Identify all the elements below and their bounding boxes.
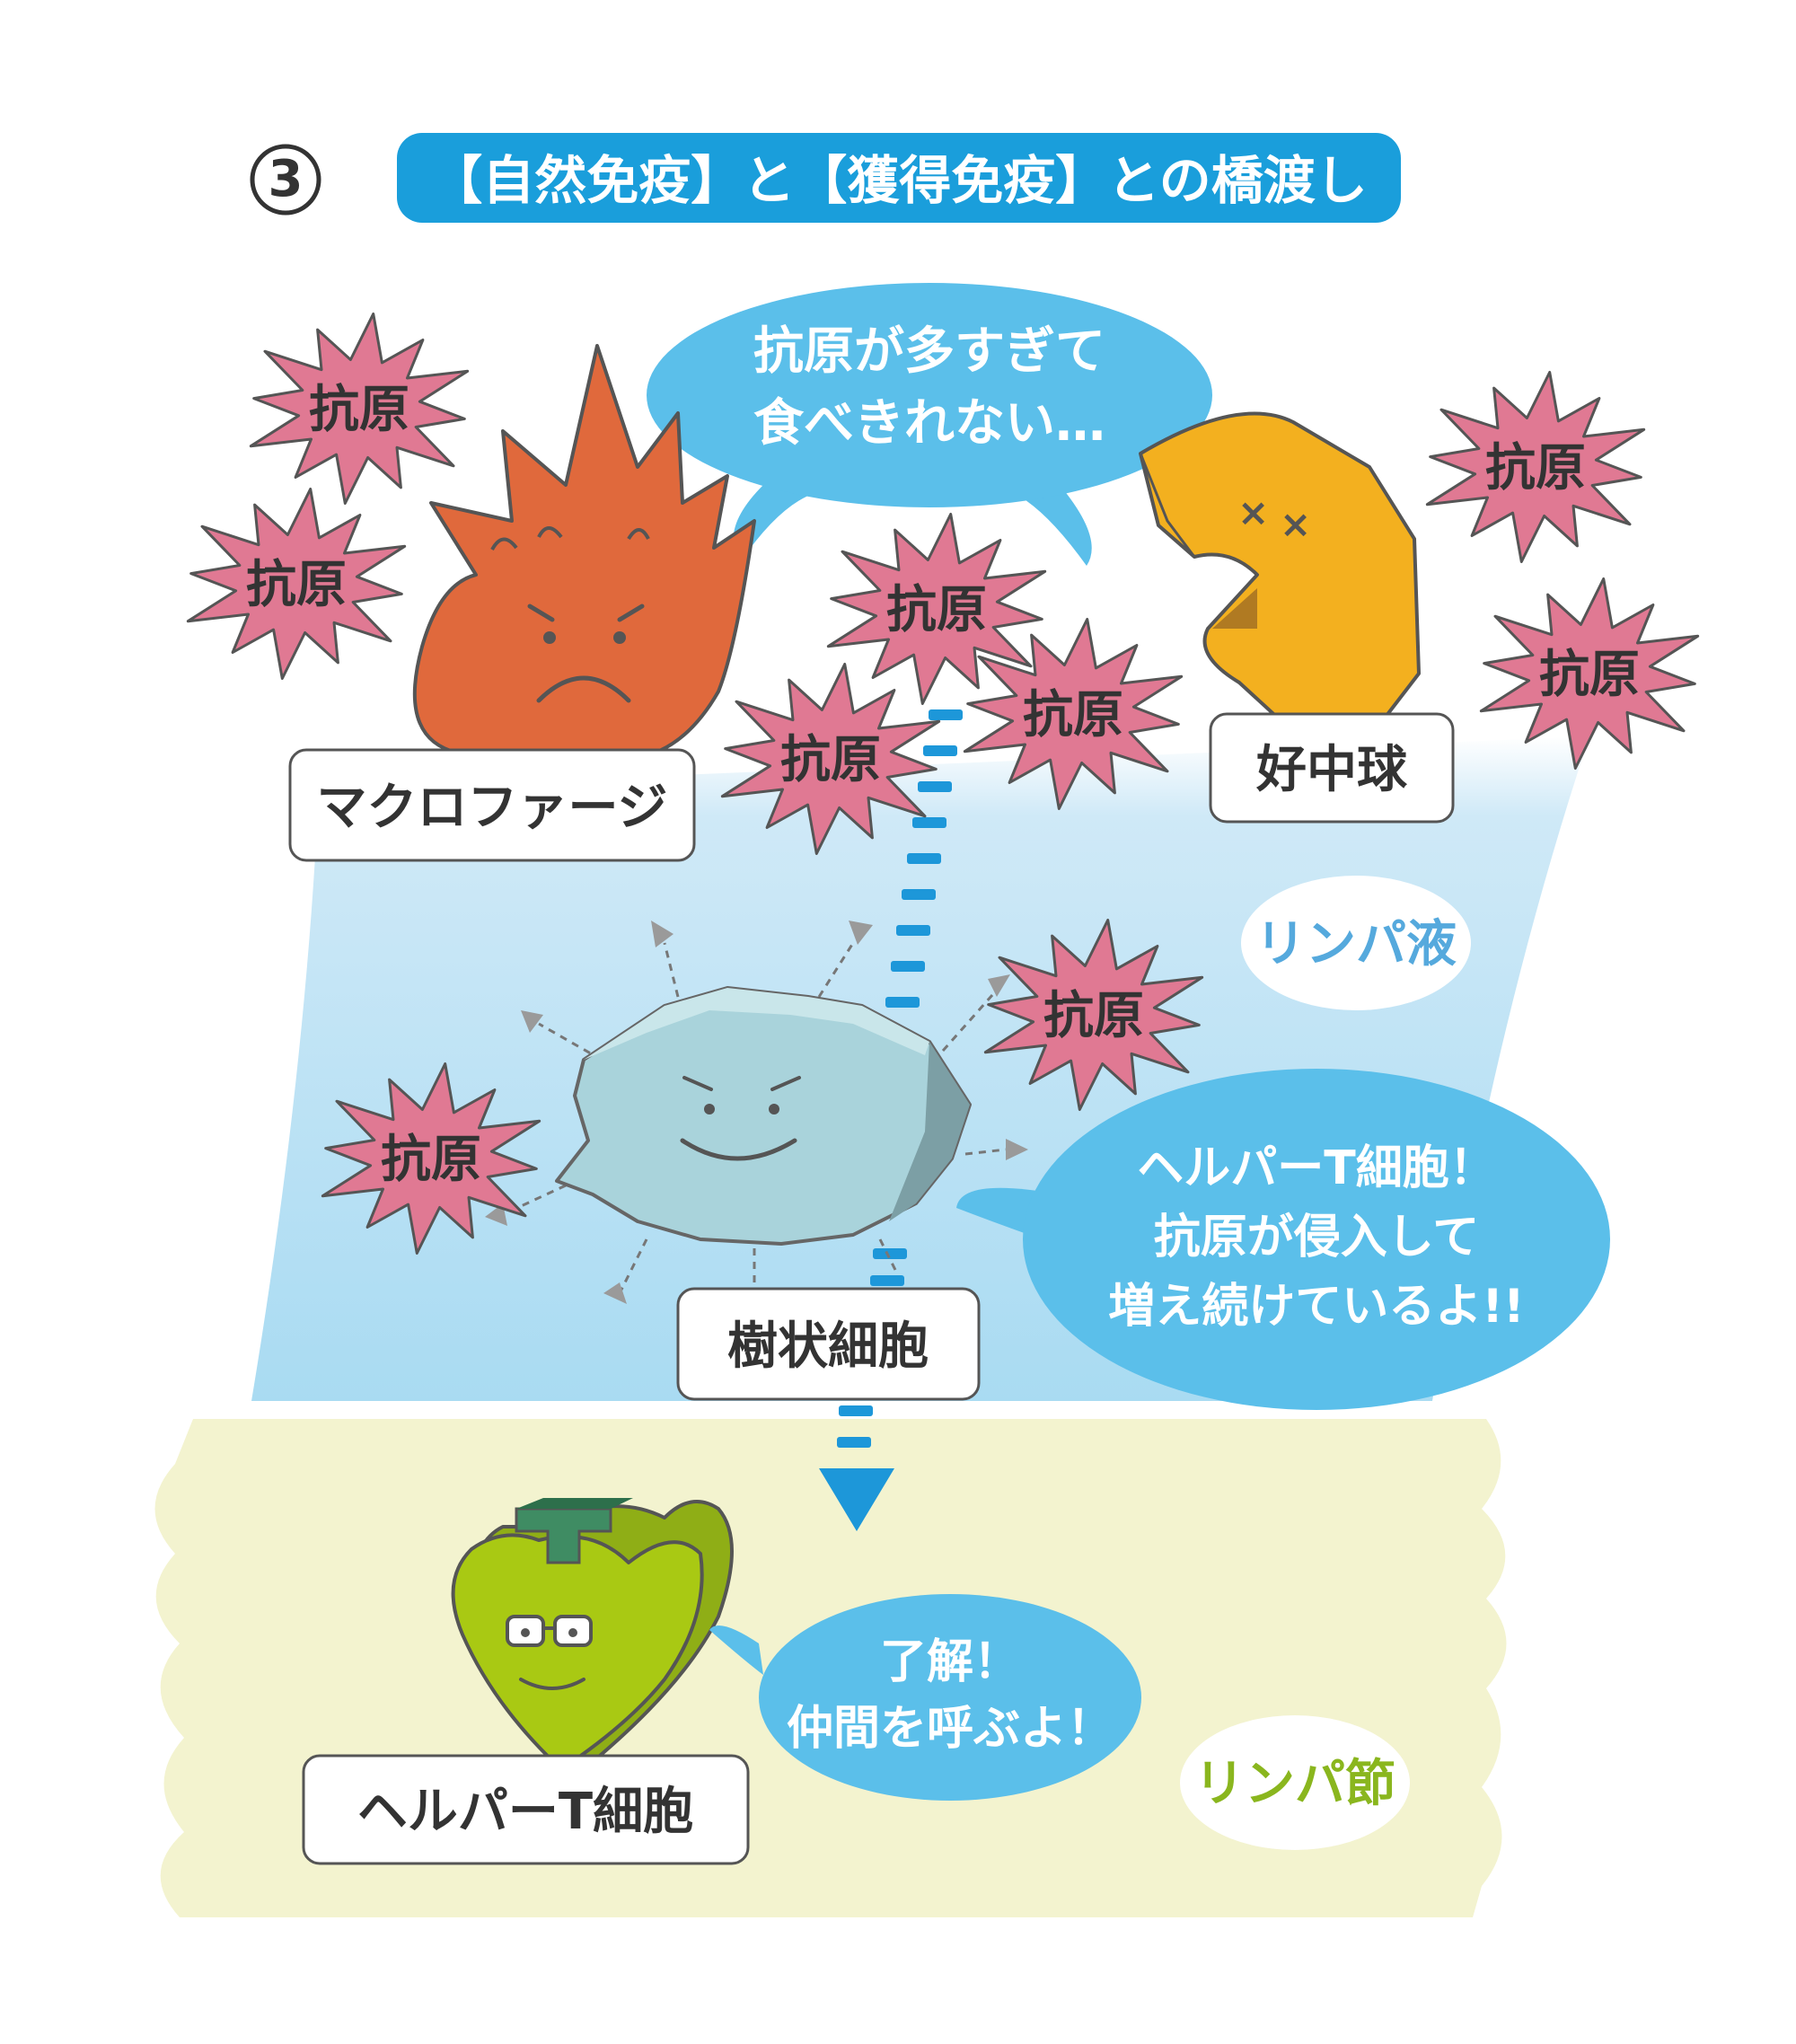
label-dendritic: 樹状細胞 xyxy=(676,1287,981,1401)
region-label-lymph-node: リンパ節 xyxy=(1180,1715,1410,1850)
neutrophil-eye-left: × xyxy=(1237,490,1269,534)
antigen-label: 抗原 xyxy=(1539,646,1640,704)
antigen-8: 抗原 xyxy=(983,919,1204,1111)
signal-arrow xyxy=(819,709,963,1531)
neutrophil-icon: × × xyxy=(1139,411,1421,745)
speech-top-line-1: 抗原が多すぎて xyxy=(753,322,1105,381)
title-banner xyxy=(397,133,1401,223)
antigen-label: 抗原 xyxy=(886,581,987,639)
antigen-9: 抗原 xyxy=(321,1062,541,1255)
speech-middle-line-2: 抗原が侵入して xyxy=(1154,1211,1479,1264)
lymph-fluid-text: リンパ液 xyxy=(1255,915,1457,974)
helper-t-cell-icon xyxy=(451,1498,734,1771)
speech-bottom-line-2: 仲間を呼ぶよ！ xyxy=(787,1702,1114,1756)
label-helper-t-text: ヘルパーT細胞 xyxy=(357,1783,693,1841)
neutrophil-eye-right: × xyxy=(1280,502,1311,546)
dendritic-cell-icon xyxy=(485,921,1028,1304)
step-number-circle xyxy=(250,144,321,216)
antigen-layer: 抗原抗原抗原抗原抗原抗原抗原抗原抗原 xyxy=(186,313,1700,1255)
title-group: 3 【自然免疫】と【獲得免疫】との橋渡し xyxy=(250,133,1401,223)
label-neutrophil: 好中球 xyxy=(1209,712,1455,824)
arrow-head xyxy=(819,1468,894,1531)
antigen-2: 抗原 xyxy=(186,488,407,680)
antigen-burst-shape xyxy=(186,488,407,680)
label-neutrophil-text: 好中球 xyxy=(1255,741,1408,799)
antigen-label: 抗原 xyxy=(1023,686,1123,744)
step-number: 3 xyxy=(269,150,304,208)
speech-bubble-bottom: 了解！ 仲間を呼ぶよ！ xyxy=(709,1594,1141,1801)
antigen-label: 抗原 xyxy=(780,731,881,789)
region-label-lymph-fluid: リンパ液 xyxy=(1241,876,1471,1010)
antigen-burst-shape xyxy=(983,919,1204,1111)
antigen-burst-shape xyxy=(720,663,941,855)
antigen-label: 抗原 xyxy=(1043,987,1144,1045)
lymph-node-text: リンパ節 xyxy=(1194,1755,1395,1813)
label-dendritic-text: 樹状細胞 xyxy=(727,1317,929,1376)
antigen-4: 抗原 xyxy=(963,618,1184,810)
title-text: 【自然免疫】と【獲得免疫】との橋渡し xyxy=(430,150,1367,211)
antigen-5: 抗原 xyxy=(720,663,941,855)
speech-middle-line-1: ヘルパーT細胞！ xyxy=(1137,1141,1495,1195)
label-macrophage-text: マクロファージ xyxy=(317,779,668,837)
label-macrophage: マクロファージ xyxy=(288,748,696,862)
speech-middle-line-3: 増え続けているよ!! xyxy=(1108,1280,1524,1334)
macrophage-icon xyxy=(412,344,756,761)
antigen-burst-shape xyxy=(963,618,1184,810)
antigen-burst-shape xyxy=(1479,577,1700,770)
antigen-burst-shape xyxy=(1425,371,1646,563)
antigen-label: 抗原 xyxy=(381,1131,481,1189)
antigen-label: 抗原 xyxy=(1485,439,1586,498)
antigen-burst-shape xyxy=(249,313,470,505)
speech-top-line-2: 食べきれない… xyxy=(753,394,1105,453)
antigen-1: 抗原 xyxy=(249,313,470,505)
speech-bottom-line-1: 了解！ xyxy=(880,1635,1020,1689)
antigen-label: 抗原 xyxy=(309,381,409,439)
antigen-burst-shape xyxy=(321,1062,541,1255)
speech-bubble-middle: ヘルパーT細胞！ 抗原が侵入して 増え続けているよ!! xyxy=(956,1069,1610,1410)
antigen-burst-shape xyxy=(826,513,1047,705)
label-helper-t: ヘルパーT細胞 xyxy=(302,1754,750,1865)
speech-bubble-top: 抗原が多すぎて 食べきれない… xyxy=(647,283,1212,566)
antigen-3: 抗原 xyxy=(826,513,1047,705)
antigen-6: 抗原 xyxy=(1425,371,1646,563)
antigen-label: 抗原 xyxy=(246,556,347,614)
antigen-7: 抗原 xyxy=(1479,577,1700,770)
